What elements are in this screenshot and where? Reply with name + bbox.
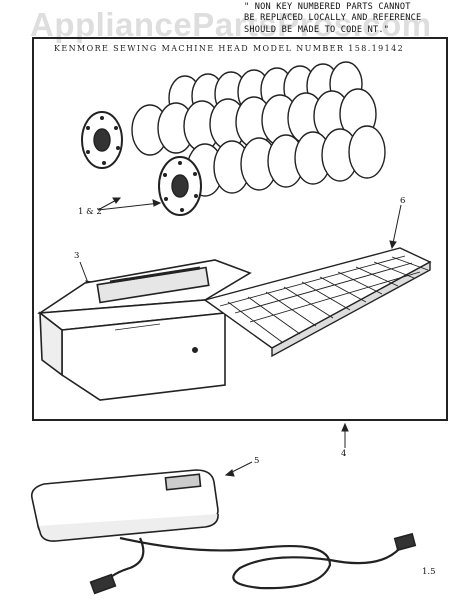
note-line-2: BE REPLACED LOCALLY AND REFERENCE xyxy=(244,13,422,24)
foot-control-base xyxy=(37,513,219,542)
bobbin-row-middle xyxy=(131,88,377,156)
bobbin-large-bottom-hub xyxy=(171,174,189,198)
tray-outline xyxy=(203,247,432,349)
foot-control-badge xyxy=(164,473,202,491)
callout-tray: 6 xyxy=(400,196,406,206)
tray-front-edge xyxy=(271,260,431,358)
watermark: AppliancePartsPros.com xyxy=(30,6,432,43)
case-side xyxy=(39,311,63,377)
case-latch xyxy=(192,346,199,353)
parts-note: " NON KEY NUMBERED PARTS CANNOT BE REPLA… xyxy=(244,2,460,36)
machine-cord xyxy=(119,536,401,590)
tray-dividers xyxy=(219,255,429,343)
callout-foot-control: 5 xyxy=(254,456,260,466)
callout-cord: 1.5 xyxy=(422,567,436,577)
note-line-1: " NON KEY NUMBERED PARTS CANNOT xyxy=(244,2,411,12)
callout-case: 3 xyxy=(74,251,80,261)
diagram-title: KENMORE SEWING MACHINE HEAD MODEL NUMBER… xyxy=(54,44,405,53)
foot-control xyxy=(30,469,417,595)
bobbin-cluster xyxy=(81,61,386,216)
machine-plug xyxy=(393,532,417,552)
callout-bobbins: 1 & 2 xyxy=(78,207,102,217)
parts-case xyxy=(36,259,252,401)
compartment-tray xyxy=(203,247,432,358)
note-line-3: SHOULD BE MADE TO CODE NT." xyxy=(244,24,390,35)
bobbin-large-top-hub xyxy=(93,128,111,152)
diagram-frame xyxy=(32,37,448,421)
callout-assembly: 4 xyxy=(341,449,347,459)
bobbin-holes xyxy=(86,116,198,212)
power-plug xyxy=(89,573,117,595)
